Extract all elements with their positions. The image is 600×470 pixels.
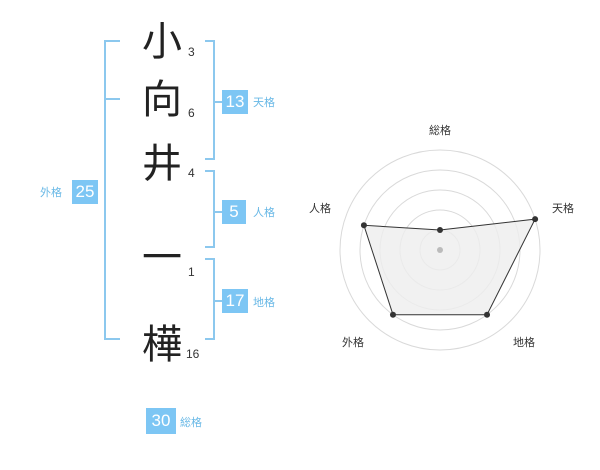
radar-center-dot [437,247,443,253]
radar-point [437,227,443,233]
chikaku-bracket [205,258,215,340]
name-char-1: 小 [142,19,182,65]
radar-point [532,216,539,223]
tenkaku-badge: 13 [222,90,248,114]
gaikaku-badge: 25 [72,180,98,204]
stroke-count-5: 16 [186,347,200,361]
jinkaku-bracket-tick [215,211,223,213]
radar-point [360,222,367,229]
radar-axis-label-jinkaku: 人格 [309,201,331,215]
name-char-2: 向 [142,77,182,123]
stroke-count-4: 1 [188,265,195,279]
gaikaku-label: 外格 [40,186,62,199]
soukaku-label: 総格 [180,416,202,429]
radar-point [484,311,491,318]
jinkaku-label: 人格 [253,206,275,219]
radar-area [363,218,536,316]
tenkaku-bracket [205,40,215,160]
soukaku-badge: 30 [146,408,176,434]
radar-axis-label-tenkaku: 天格 [552,201,574,215]
name-char-5: 樺 [142,322,182,368]
chikaku-label: 地格 [253,296,275,309]
radar-axis-label-soukaku: 総格 [429,123,451,137]
name-char-3: 井 [142,141,182,187]
chikaku-bracket-tick [215,300,223,302]
name-char-4: 一 [142,235,182,281]
stroke-count-3: 4 [188,166,195,180]
tenkaku-label: 天格 [253,96,275,109]
radar-ring [339,149,541,351]
fortune-radar-chart: 総格 天格 地格 外格 人格 [309,123,574,351]
stroke-count-2: 6 [188,106,195,120]
jinkaku-bracket [205,170,215,248]
jinkaku-badge: 5 [222,200,246,224]
radar-axis-label-chikaku: 地格 [513,335,535,349]
gaikaku-bracket [104,40,120,340]
radar-axis-label-gaikaku: 外格 [342,335,364,349]
stroke-count-1: 3 [188,45,195,59]
chikaku-badge: 17 [222,289,248,313]
radar-points [360,216,539,318]
gaikaku-bracket-tick [104,98,120,100]
tenkaku-bracket-tick [215,101,223,103]
radar-point [389,311,396,318]
